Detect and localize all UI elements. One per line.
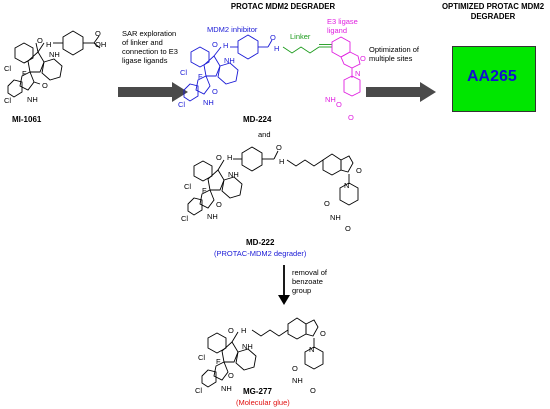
md224-atom-nh: H [223, 41, 229, 50]
mi1061-atom-cl: Cl [4, 64, 12, 73]
mg277-atom-f: F [216, 357, 221, 366]
md222-atom-n2: N [344, 181, 350, 190]
md222-atom-nh2: NH [228, 170, 239, 179]
mi1061-atom-o2: O [95, 29, 101, 38]
mg277-atom-o4: O [292, 364, 298, 373]
mi1061-atom-cl2: Cl [4, 96, 12, 105]
mg277-atom-nh4: NH [292, 376, 303, 385]
md224-atom-nh4: NH [325, 95, 336, 104]
mi1061-atom-f: F [22, 69, 27, 78]
mg277-atom-nh3: NH [221, 384, 232, 393]
mg277-atom-nh: H [241, 326, 247, 335]
mi1061-atom-oh: OH [95, 40, 107, 49]
md222-atom-f: F [202, 186, 207, 195]
compound-subtitle-md-222: (PROTAC-MDM2 degrader) [214, 249, 307, 258]
middle-heading: PROTAC MDM2 DEGRADER [230, 2, 336, 11]
mg277-atom-o2: O [228, 371, 234, 380]
label-e3-ligase-ligand: E3 ligase ligand [327, 17, 358, 35]
label-mdm2-inhibitor: MDM2 inhibitor [207, 25, 258, 34]
compound-name-mi-1061: MI-1061 [12, 115, 42, 124]
arrow-step-3 [278, 265, 290, 305]
md222-atom-nh: H [227, 153, 233, 162]
md224-atom-o4: O [360, 54, 366, 63]
mg277-atom-cl: Cl [198, 353, 206, 362]
md224-atom-cl2: Cl [178, 100, 186, 109]
optimized-degrader-name: AA265 [467, 68, 517, 85]
md222-atom-o5: O [324, 199, 330, 208]
arrow-step-1 [118, 82, 188, 102]
md224-atom-n2: N [355, 69, 361, 78]
md222-atom-cl: Cl [184, 182, 192, 191]
mg277-atom-n: N [309, 345, 315, 354]
step-1-text: SAR exploration of linker and connection… [122, 29, 178, 65]
mi1061-atom-nh2: NH [49, 50, 60, 59]
md222-atom-o2: O [276, 143, 282, 152]
label-linker: Linker [290, 32, 311, 41]
mg277-atom-o3: O [320, 329, 326, 338]
md224-atom-f: F [198, 72, 203, 81]
compound-name-md-224: MD-224 [243, 115, 272, 124]
md222-atom-cl2: Cl [181, 214, 189, 223]
md222-atom-n: H [279, 157, 285, 166]
optimized-degrader-box [452, 46, 536, 112]
md222-atom-o4: O [356, 166, 362, 175]
mg277-atom-nh2: NH [242, 342, 253, 351]
md224-atom-n: H [274, 44, 280, 53]
mi1061-atom-o: O [37, 36, 43, 45]
md222-atom-nh3: NH [207, 212, 218, 221]
mi1061-atom-o3: O [42, 81, 48, 90]
md224-atom-o2: O [270, 33, 276, 42]
compound-name-mg-277: MG-277 [243, 387, 272, 396]
md224-atom-cl: Cl [180, 68, 188, 77]
compound-subtitle-mg-277: (Molecular glue) [236, 398, 290, 407]
md224-atom-o5: O [336, 100, 342, 109]
and-text: and [258, 130, 271, 139]
mg277-atom-o5: O [310, 386, 316, 395]
arrow-step-2 [366, 82, 436, 102]
md222-atom-nh4: NH [330, 213, 341, 222]
mi1061-atom-nh: H [46, 40, 52, 49]
md224-atom-nh2: NH [224, 56, 235, 65]
mg277-atom-cl2: Cl [195, 386, 203, 395]
right-heading: OPTIMIZED PROTAC MDM2 DEGRADER [441, 2, 545, 21]
md224-atom-o: O [212, 40, 218, 49]
md222-atom-o: O [216, 153, 222, 162]
step-2-text: Optimization of multiple sites [369, 45, 420, 63]
md224-atom-o6: O [348, 113, 354, 122]
md224-atom-nh3: NH [203, 98, 214, 107]
mi1061-atom-nh3: NH [27, 95, 38, 104]
md222-atom-o3: O [216, 200, 222, 209]
step-3-text: removal of benzoate group [292, 268, 328, 295]
md222-atom-o6: O [345, 224, 351, 233]
compound-name-md-222: MD-222 [246, 238, 275, 247]
mg277-atom-o: O [228, 326, 234, 335]
md224-atom-o3: O [212, 87, 218, 96]
